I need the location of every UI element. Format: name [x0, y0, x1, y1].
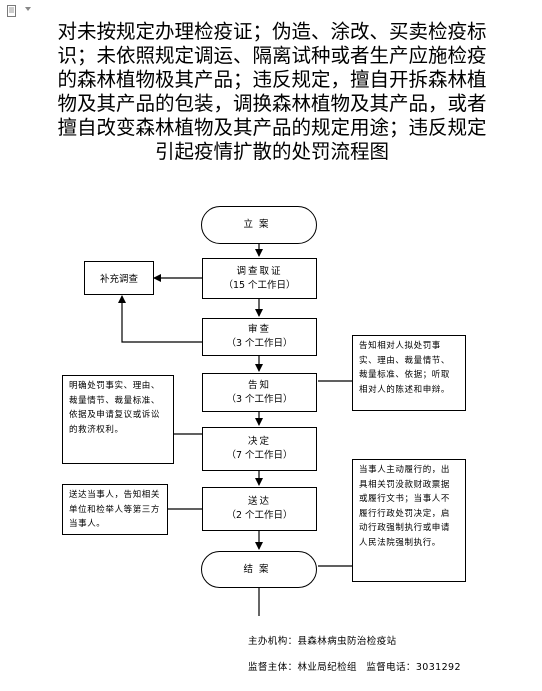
deliver-time: （2 个工作日） — [226, 510, 293, 521]
notify-node: 告知 （3 个工作日） — [202, 373, 317, 412]
decide-time: （7 个工作日） — [226, 450, 293, 461]
footer-supervisor: 监督主体：林业局纪检组 监督电话：3031292 — [248, 659, 461, 673]
decide-note: 明确处罚事实、理由、裁量情节、裁量标准、依据及申请复议或诉讼的救济权利。 — [62, 375, 174, 464]
investigate-node: 调查取证 （15 个工作日） — [202, 258, 317, 299]
deliver-label: 送达 — [247, 496, 271, 507]
start-label: 立案 — [243, 219, 275, 230]
deliver-note: 送达当事人，告知相关单位和检举人等第三方当事人。 — [62, 484, 168, 535]
footer-phone: 监督电话：3031292 — [366, 662, 461, 673]
start-node: 立案 — [201, 206, 317, 244]
end-label: 结案 — [243, 563, 275, 575]
page-title: 对未按规定办理检疫证；伪造、涂改、买卖检疫标识；未依照规定调运、隔离试种或者生产… — [57, 20, 487, 163]
supplement-label: 补充调查 — [99, 274, 138, 285]
review-time: （3 个工作日） — [226, 338, 293, 349]
document-icon[interactable] — [6, 5, 18, 17]
investigate-label: 调查取证 — [236, 265, 283, 277]
deliver-node: 送达 （2 个工作日） — [202, 487, 317, 531]
end-node: 结案 — [201, 551, 317, 588]
dropdown-caret-icon[interactable] — [25, 7, 31, 12]
deliver-note-text: 送达当事人，告知相关单位和检举人等第三方当事人。 — [69, 490, 161, 529]
supplement-node: 补充调查 — [84, 261, 154, 295]
footer-supervisor-text: 监督主体：林业局纪检组 — [248, 662, 357, 673]
notify-time: （3 个工作日） — [226, 393, 293, 405]
end-note: 当事人主动履行的，出具相关罚没款财政票据或履行文书；当事人不履行行政处罚决定，启… — [352, 459, 466, 582]
arrow-review-to-supplement — [118, 295, 202, 343]
footer-organizer: 主办机构：县森林病虫防治检疫站 — [248, 636, 397, 647]
end-note-text: 当事人主动履行的，出具相关罚没款财政票据或履行文书；当事人不履行行政处罚决定，启… — [359, 465, 451, 548]
notify-note-text: 告知相对人拟处罚事实、理由、裁量情节、裁量标准、依据；听取相对人的陈述和申辩。 — [359, 341, 451, 395]
notify-label: 告知 — [247, 379, 271, 391]
notify-note: 告知相对人拟处罚事实、理由、裁量情节、裁量标准、依据；听取相对人的陈述和申辩。 — [352, 335, 466, 411]
decide-node: 决定 （7 个工作日） — [202, 427, 317, 471]
investigate-time: （15 个工作日） — [223, 279, 296, 291]
decide-note-text: 明确处罚事实、理由、裁量情节、裁量标准、依据及申请复议或诉讼的救济权利。 — [69, 381, 161, 435]
decide-label: 决定 — [247, 436, 271, 447]
review-node: 审查 （3 个工作日） — [202, 318, 317, 356]
review-label: 审查 — [247, 324, 271, 335]
